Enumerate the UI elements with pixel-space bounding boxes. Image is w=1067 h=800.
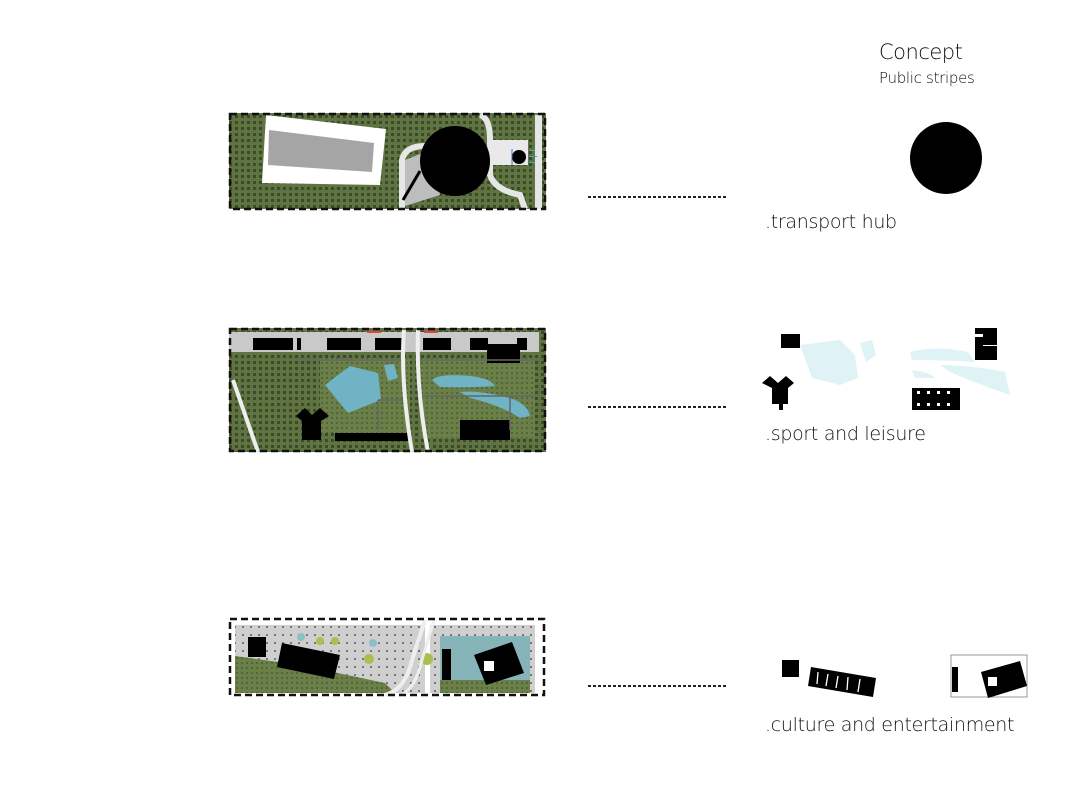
stripe-label-culture-entertainment: .culture and entertainment	[765, 714, 1015, 736]
site-plan-transport-hub	[228, 112, 547, 211]
stripe-label-sport-leisure: .sport and leisure	[765, 423, 926, 445]
concept-culture-entertainment	[782, 654, 1028, 698]
transport-hub-building	[420, 126, 490, 196]
concept-sport-leisure	[762, 328, 1010, 410]
pond	[325, 366, 381, 413]
diagram-subtitle: Public stripes	[879, 69, 975, 87]
concept-transport-circle	[910, 122, 982, 194]
diagram-title: Concept	[879, 40, 963, 64]
stripe-label-transport-hub: .transport hub	[765, 211, 897, 233]
site-plan-sport-leisure	[228, 327, 547, 453]
site-plan-culture-entertainment	[228, 617, 546, 697]
